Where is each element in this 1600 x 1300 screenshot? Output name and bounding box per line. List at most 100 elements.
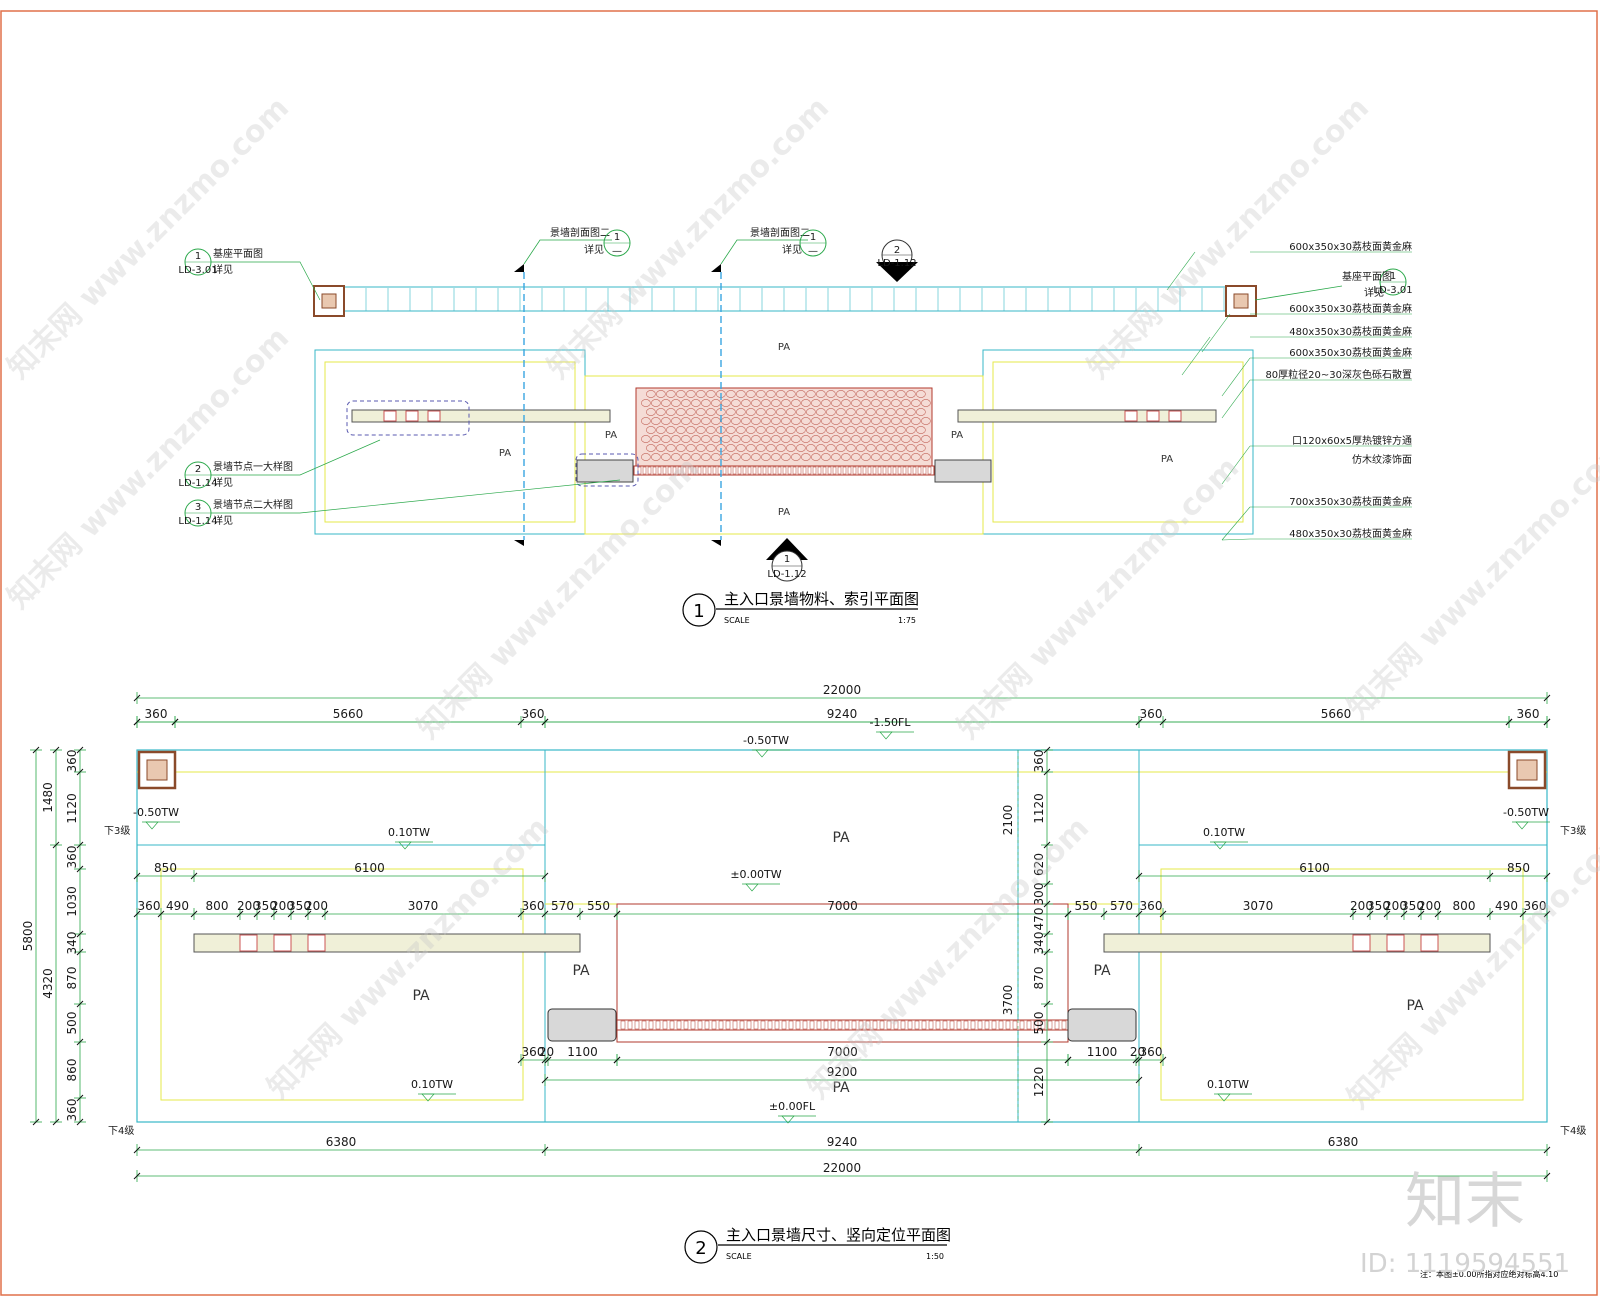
callout-ref: LD-3.01 bbox=[1373, 285, 1412, 296]
section-index-ref: — bbox=[612, 246, 622, 257]
right-post bbox=[1067, 1008, 1137, 1042]
level-triangle bbox=[755, 749, 769, 758]
dimension-label: 570 bbox=[551, 899, 574, 913]
center-grille bbox=[633, 465, 935, 476]
dimension-label: 200 bbox=[1384, 899, 1407, 913]
right-post bbox=[934, 459, 992, 483]
scale-value: 1:50 bbox=[926, 1252, 944, 1261]
callout-ref: LD-1.14 bbox=[178, 478, 217, 489]
dimension-label: 6100 bbox=[1299, 861, 1330, 875]
dimension-label: 860 bbox=[65, 1059, 79, 1082]
material-note: 600x350x30荔枝面黄金麻 bbox=[1289, 240, 1412, 253]
gravel-pattern bbox=[641, 390, 931, 461]
callout-text: 景墙节点一大样图 bbox=[213, 460, 293, 473]
material-note: 700x350x30荔枝面黄金麻 bbox=[1289, 495, 1412, 508]
callout-text: 景墙节点二大样图 bbox=[213, 498, 293, 511]
callout-see: 详见 bbox=[213, 514, 233, 527]
dimension-label: 200 bbox=[237, 899, 260, 913]
pa-label: PA bbox=[412, 988, 430, 1004]
dimension-label: 300 bbox=[1032, 883, 1046, 906]
right-slot-gap bbox=[1352, 934, 1371, 952]
dimension-label: 350 bbox=[1367, 899, 1390, 913]
elevation-marker-bottom: 1 LD-1.12 bbox=[766, 538, 808, 582]
gravel-bed-outline bbox=[616, 903, 1069, 1043]
material-note: 480x350x30荔枝面黄金麻 bbox=[1289, 527, 1412, 540]
right-slot-gap bbox=[1168, 410, 1182, 422]
dimension-label: 7000 bbox=[827, 899, 858, 913]
right-slot-gap bbox=[1420, 934, 1439, 952]
pa-label: PA bbox=[832, 1080, 850, 1096]
dimension-label: 3070 bbox=[408, 899, 439, 913]
dimension-label: 1100 bbox=[567, 1045, 598, 1059]
level-triangle bbox=[745, 883, 759, 892]
plan-2-title: 2 主入口景墙尺寸、竖向定位平面图 SCALE 1:50 bbox=[684, 1226, 951, 1264]
elevation-note: 注：本图±0.00所指对应绝对标高4.10 bbox=[1420, 1269, 1558, 1279]
level-triangle bbox=[398, 841, 412, 850]
dimension-label: 200 bbox=[1350, 899, 1373, 913]
dimension-label: 1480 bbox=[41, 782, 55, 813]
pa-label: PA bbox=[1161, 454, 1173, 465]
dimension-label: 800 bbox=[206, 899, 229, 913]
dimension-label: 360 bbox=[1140, 1045, 1163, 1059]
dimension-label: 200 bbox=[1418, 899, 1441, 913]
dimension-label: 870 bbox=[65, 967, 79, 990]
sheet-border bbox=[0, 10, 1598, 1296]
plan-1: PA PA PA PA PA PA 景墙剖面图二 详见 1 — 景墙剖面图二 详… bbox=[178, 226, 1413, 627]
material-note: 600x350x30荔枝面黄金麻 bbox=[1289, 346, 1412, 359]
dimension-label: 800 bbox=[1453, 899, 1476, 913]
dimension-label: 3070 bbox=[1243, 899, 1274, 913]
plan-title: 主入口景墙物料、索引平面图 bbox=[724, 590, 919, 608]
left-slot-gap bbox=[239, 934, 258, 952]
dimension-label: 360 bbox=[65, 1099, 79, 1122]
material-note: 480x350x30荔枝面黄金麻 bbox=[1289, 325, 1412, 338]
step-label: 下4级 bbox=[108, 1125, 134, 1137]
level-label: 0.10TW bbox=[411, 1078, 453, 1091]
right-base-callout: 1 LD-3.01 基座平面图 详见 bbox=[1254, 268, 1413, 301]
level-triangle bbox=[1515, 821, 1529, 830]
dimension-label: 360 bbox=[522, 707, 545, 721]
dimension-label: 360 bbox=[1517, 707, 1540, 721]
watermark-logo: 知末 bbox=[1405, 1167, 1525, 1237]
callout-see: 详见 bbox=[213, 263, 233, 276]
watermark-text: 知末网 www.znzmo.com bbox=[1081, 91, 1376, 386]
right-column-core bbox=[1516, 759, 1538, 781]
scale-value: 1:75 bbox=[898, 616, 916, 625]
dimension-label: 350 bbox=[288, 899, 311, 913]
dimension-label: 7000 bbox=[827, 1045, 858, 1059]
dimension-label: 20 bbox=[539, 1045, 554, 1059]
dimension-label: 360 bbox=[145, 707, 168, 721]
right-wall-inner bbox=[1160, 868, 1524, 1101]
left-wall-inner bbox=[160, 868, 524, 1101]
callout-num: 1 bbox=[195, 251, 201, 262]
dimension-label: 470 bbox=[1032, 908, 1046, 931]
left-slot-gap bbox=[405, 410, 419, 422]
dimension-label: 350 bbox=[1401, 899, 1424, 913]
dimension-label: 360 bbox=[1032, 750, 1046, 773]
elevation-num: 2 bbox=[894, 245, 900, 256]
section-arrow bbox=[514, 540, 524, 546]
callout-text: 基座平面图 bbox=[213, 247, 263, 260]
level-triangle bbox=[1217, 1093, 1231, 1102]
dimension-label: 4320 bbox=[41, 968, 55, 999]
pa-label: PA bbox=[1093, 963, 1111, 979]
callout-see: 详见 bbox=[213, 476, 233, 489]
elevation-marker-top: 2 LD-1.12 bbox=[876, 239, 918, 282]
dimension-label: 340 bbox=[65, 932, 79, 955]
pa-label: PA bbox=[778, 507, 790, 518]
dimension-label: 1100 bbox=[1087, 1045, 1118, 1059]
pa-label: PA bbox=[499, 448, 511, 459]
dimension-label: 1220 bbox=[1032, 1067, 1046, 1098]
section-index-ref: — bbox=[808, 246, 818, 257]
center-paving bbox=[584, 375, 984, 535]
dimension-label: 1030 bbox=[65, 886, 79, 917]
left-post bbox=[576, 459, 634, 483]
material-note: 80厚粒径20~30深灰色砾石散置 bbox=[1265, 368, 1412, 381]
level-triangle bbox=[1213, 841, 1227, 850]
dimension-label: 500 bbox=[65, 1012, 79, 1035]
level-triangle bbox=[421, 1093, 435, 1102]
right-column-core bbox=[1233, 293, 1249, 309]
top-band bbox=[319, 286, 1251, 312]
dimension-label: 570 bbox=[1110, 899, 1133, 913]
material-note: 仿木纹漆饰面 bbox=[1352, 453, 1412, 466]
callout-ref: LD-3.01 bbox=[178, 265, 217, 276]
